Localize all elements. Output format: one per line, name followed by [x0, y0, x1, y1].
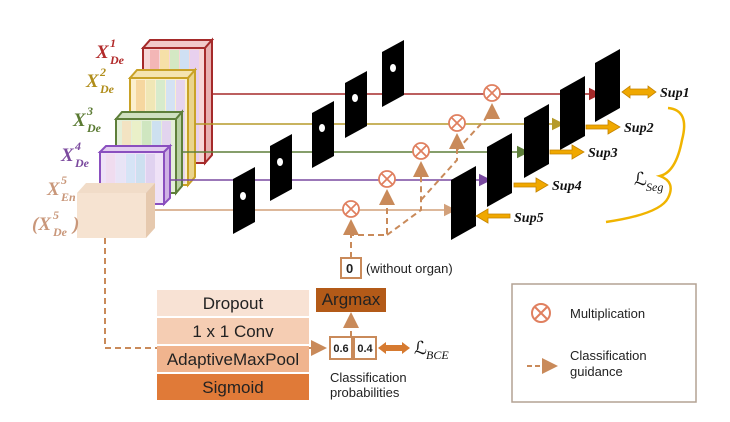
svg-text:3: 3: [86, 104, 93, 118]
legend-multiply-icon: [531, 303, 551, 323]
prob-box-1: [329, 336, 353, 360]
prob-value-2: 0.4: [357, 343, 373, 355]
seg-loss-symbol: ℒ: [634, 169, 647, 189]
conv-box: [157, 318, 309, 344]
dropout-label: Dropout: [203, 294, 264, 313]
svg-text:2: 2: [99, 65, 106, 79]
legend-box: [511, 283, 697, 403]
input-map-4: [270, 134, 292, 201]
legend-multiplication-label: Multiplication: [570, 306, 645, 321]
prob-caption-line1: Classification: [330, 370, 407, 385]
label-x-de3: X 3 De: [72, 104, 102, 135]
svg-text:): ): [71, 214, 79, 235]
multiply-node-4: [378, 170, 396, 188]
svg-text:De: De: [86, 121, 102, 135]
legend-guidance-line2: guidance: [570, 364, 623, 379]
output-map-3: [524, 104, 549, 178]
input-map-5: [233, 167, 255, 234]
dropout-box: [157, 290, 309, 316]
multiply-node-3: [412, 142, 430, 160]
input-map-3: [312, 101, 334, 168]
prob-caption-line2: probabilities: [330, 385, 400, 400]
svg-text:De: De: [109, 53, 125, 67]
svg-text:De: De: [74, 156, 90, 170]
output-map-2: [560, 76, 585, 150]
label-x-de4: X 4 De: [60, 139, 90, 170]
feature-cube-en5: [77, 183, 155, 238]
label-x-de1: X 1 De: [95, 36, 125, 67]
svg-text:5: 5: [61, 173, 67, 187]
svg-text:1: 1: [110, 36, 116, 50]
without-organ-label: (without organ): [366, 261, 453, 276]
svg-text:En: En: [60, 190, 76, 204]
sigmoid-box: [157, 374, 309, 400]
zero-value: 0: [346, 261, 353, 276]
svg-text:X: X: [85, 71, 100, 92]
sup2-label: Sup2: [624, 121, 654, 136]
multiply-node-1: [483, 84, 501, 102]
adaptive-pool-box: [157, 346, 309, 372]
svg-text:(X: (X: [32, 214, 52, 235]
seg-loss-brace: [605, 106, 686, 224]
bce-loss-sub: BCE: [426, 348, 449, 362]
zero-box: [340, 257, 362, 279]
bce-arrow: [378, 342, 410, 354]
output-map-4: [487, 133, 512, 207]
sup-arrows: [475, 85, 657, 224]
sigmoid-label: Sigmoid: [202, 378, 263, 397]
prob-value-1: 0.6: [333, 343, 348, 355]
prob-box-2: [353, 336, 377, 360]
argmax-label: Argmax: [322, 290, 381, 309]
svg-text:X: X: [95, 42, 110, 63]
output-map-5: [451, 166, 476, 240]
guidance-lines: [104, 103, 500, 356]
label-x-de2: X 2 De: [85, 65, 115, 96]
bce-loss-symbol: ℒ: [414, 338, 427, 358]
svg-text:5: 5: [53, 208, 59, 222]
svg-text:X: X: [72, 110, 87, 131]
label-x-en5: X 5 En: [46, 173, 76, 204]
input-map-1: [382, 40, 404, 107]
multiply-node-2: [448, 114, 466, 132]
sup1-label: Sup1: [660, 86, 690, 101]
sup4-label: Sup4: [552, 179, 582, 194]
adaptive-pool-label: AdaptiveMaxPool: [167, 350, 299, 369]
argmax-box: [316, 288, 386, 312]
multiply-node-5: [342, 200, 360, 218]
svg-text:4: 4: [74, 139, 81, 153]
svg-text:X: X: [60, 145, 75, 166]
sup5-label: Sup5: [514, 211, 544, 226]
input-map-2: [345, 71, 367, 138]
svg-text:X: X: [46, 179, 61, 200]
legend-guidance-line1: Classification: [570, 348, 647, 363]
label-x-de5: (X 5 De ): [32, 208, 79, 239]
conv-label: 1 x 1 Conv: [192, 322, 274, 341]
svg-text:De: De: [99, 82, 115, 96]
sup3-label: Sup3: [588, 146, 618, 161]
output-map-1: [595, 49, 620, 122]
seg-loss-sub: Seg: [646, 180, 663, 194]
svg-text:De: De: [52, 225, 68, 239]
